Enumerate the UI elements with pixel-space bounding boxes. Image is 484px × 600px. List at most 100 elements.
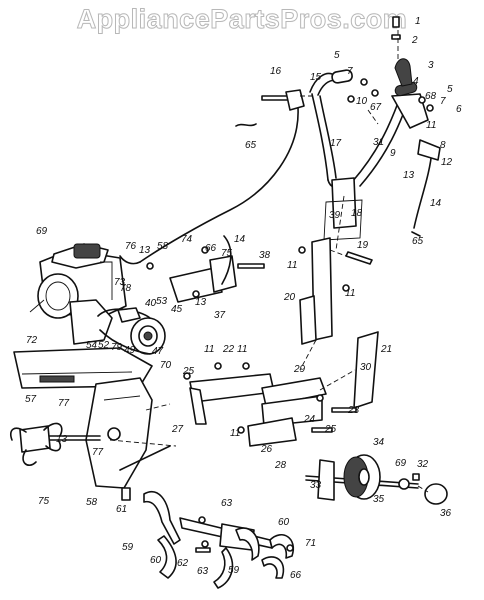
callout: 63 <box>197 566 209 577</box>
callout: 7 <box>347 66 353 77</box>
callout: 58 <box>86 497 98 508</box>
callout-labels: 1 2 3 4 5 5 6 7 7 8 9 10 11 11 11 11 11 … <box>25 16 462 581</box>
callout: 66 <box>290 570 302 581</box>
callout: 11 <box>230 428 240 439</box>
callout: 36 <box>440 508 452 519</box>
callout: 75 <box>221 248 233 259</box>
callout: 23 <box>347 405 360 416</box>
callout: 75 <box>38 496 50 507</box>
callout: 29 <box>293 364 306 375</box>
callout: 32 <box>417 459 429 470</box>
callout: 21 <box>380 344 392 355</box>
callout: 61 <box>116 504 127 515</box>
callout: 58 <box>157 241 169 252</box>
callout: 73 <box>114 277 126 288</box>
callout: 11 <box>204 344 214 355</box>
callout: 39 <box>329 210 341 221</box>
callout: 13 <box>56 434 68 445</box>
callout: 30 <box>360 362 372 373</box>
callout: 20 <box>283 292 296 303</box>
callout: 49 <box>124 345 136 356</box>
callout: 14 <box>234 234 246 245</box>
callout: 13 <box>195 297 207 308</box>
callout: 63 <box>221 498 233 509</box>
callout: 66 <box>205 243 217 254</box>
callout: 59 <box>228 565 240 576</box>
watermark: AppliancePartsPros.com <box>76 4 408 35</box>
callout: 25 <box>182 366 195 377</box>
callout: 5 <box>447 84 453 95</box>
callout: 11 <box>237 344 247 355</box>
callout: 79 <box>111 342 123 353</box>
callout: 54 <box>86 340 98 351</box>
callout: 24 <box>303 414 316 425</box>
engine <box>29 243 127 345</box>
callout: 68 <box>425 91 437 102</box>
tine-left <box>10 422 63 466</box>
callout: 1 <box>415 16 421 27</box>
callout: 33 <box>310 480 322 491</box>
callout: 60 <box>150 555 162 566</box>
callout: 57 <box>25 394 37 405</box>
callout: 59 <box>122 542 134 553</box>
callout: 65 <box>245 140 257 151</box>
callout: 77 <box>92 447 104 458</box>
tow-frame <box>298 237 373 371</box>
callout: 17 <box>330 138 342 149</box>
callout: 2 <box>411 35 418 46</box>
belt-drive <box>97 235 265 355</box>
callout: 4 <box>413 76 419 87</box>
callout: 52 <box>98 340 110 351</box>
callout: 11 <box>345 288 355 299</box>
callout: 38 <box>259 250 271 261</box>
callout: 26 <box>260 444 273 455</box>
callout: 69 <box>395 458 407 469</box>
callout: 13 <box>139 245 151 256</box>
transmission <box>29 377 177 489</box>
callout: 22 <box>222 344 235 355</box>
callout: 65 <box>412 236 424 247</box>
callout: 40 <box>145 298 157 309</box>
callout: 7 <box>440 96 446 107</box>
callout: 14 <box>430 198 442 209</box>
tine-shield <box>13 347 153 389</box>
callout: 31 <box>373 137 384 148</box>
callout: 53 <box>156 296 168 307</box>
callout: 47 <box>152 346 164 357</box>
callout: 78 <box>120 283 132 294</box>
callout: 70 <box>160 360 172 371</box>
callout: 3 <box>428 60 434 71</box>
callout: 12 <box>441 157 453 168</box>
callout: 76 <box>125 241 137 252</box>
handle-assembly <box>119 16 441 265</box>
callout: 72 <box>26 335 38 346</box>
callout: 67 <box>370 102 382 113</box>
callout: 60 <box>278 517 290 528</box>
wheel-assembly <box>305 454 448 505</box>
callout: 6 <box>456 104 462 115</box>
callout: 74 <box>181 234 193 245</box>
callout: 45 <box>171 304 183 315</box>
callout: 9 <box>390 148 396 159</box>
callout: 5 <box>334 50 340 61</box>
callout: 71 <box>305 538 316 549</box>
callout: 77 <box>58 398 70 409</box>
callout: 15 <box>310 72 322 83</box>
callout: 62 <box>177 558 189 569</box>
depth-bar-assembly <box>183 331 379 447</box>
callout: 35 <box>373 494 385 505</box>
callout: 11 <box>287 260 297 271</box>
tines-bottom <box>121 487 295 589</box>
callout: 13 <box>403 170 415 181</box>
callout: 16 <box>270 66 282 77</box>
callout: 37 <box>214 310 226 321</box>
callout: 34 <box>373 437 385 448</box>
callout: 11 <box>426 120 436 131</box>
callout: 27 <box>171 424 184 435</box>
callout: 69 <box>36 226 48 237</box>
callout: 19 <box>357 240 369 251</box>
callout: 25 <box>324 424 337 435</box>
callout: 18 <box>351 208 363 219</box>
